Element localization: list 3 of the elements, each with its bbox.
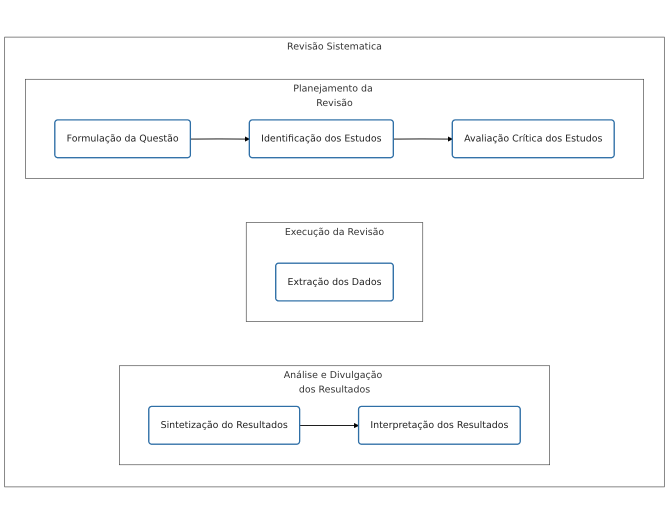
arrow	[299, 422, 360, 428]
arrow	[393, 136, 453, 142]
arrow	[190, 136, 250, 142]
